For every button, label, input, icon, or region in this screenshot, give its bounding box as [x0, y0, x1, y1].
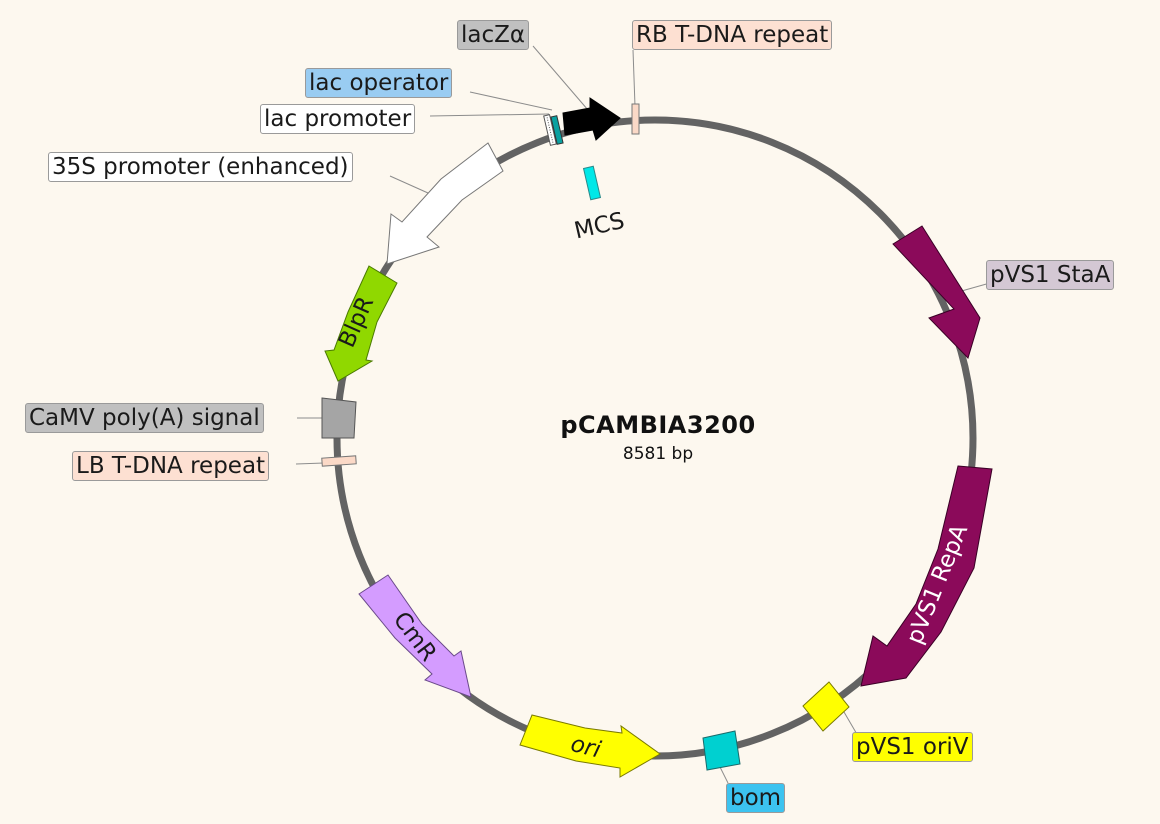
pvs1-staa-label: pVS1 StaA	[986, 260, 1115, 290]
camv-polya-feature	[321, 397, 357, 439]
pvs1-repa-arrow	[860, 465, 993, 687]
mcs-feature	[582, 165, 602, 201]
pvs1-staa-arrow	[892, 225, 981, 359]
bom-feature	[702, 730, 741, 771]
blpr-arrow	[324, 265, 398, 382]
lac-operator-feature	[550, 115, 564, 145]
leader-lines	[295, 45, 991, 784]
lac-promoter-label: lac promoter	[260, 104, 416, 134]
pvs1-oriv-label: pVS1 oriV	[852, 732, 973, 762]
mcs-label: MCS	[572, 208, 627, 245]
lacza-arrow	[562, 97, 621, 141]
lacza-label: lacZα	[457, 20, 530, 50]
35s-promoter-arrow	[386, 142, 504, 265]
pvs1-oriv-feature	[802, 681, 850, 732]
rb-tdna-label: RB T-DNA repeat	[632, 20, 833, 50]
ori-arrow	[519, 714, 661, 778]
rb-tdna-feature	[631, 103, 640, 135]
35s-promoter-label: 35S promoter (enhanced)	[48, 152, 353, 182]
lb-tdna-feature	[321, 455, 357, 467]
camv-polya-label: CaMV poly(A) signal	[25, 403, 264, 433]
plasmid-name: pCAMBIA3200	[560, 411, 756, 439]
lac-promoter-feature	[543, 114, 557, 146]
cmr-arrow	[358, 574, 472, 698]
plasmid-size: 8581 bp	[622, 444, 694, 464]
lac-operator-label: lac operator	[305, 68, 453, 98]
bom-label: bom	[726, 783, 786, 813]
lb-tdna-label: LB T-DNA repeat	[72, 451, 270, 481]
